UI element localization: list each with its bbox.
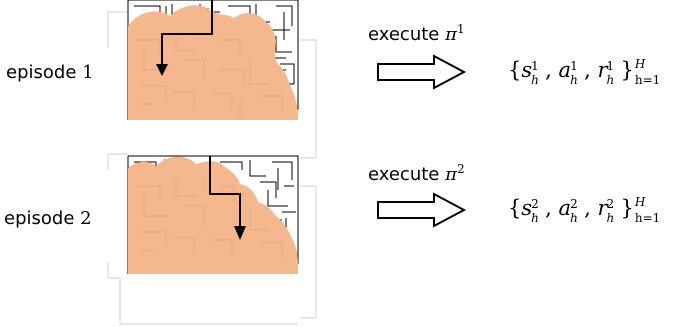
execute-arrow-2 xyxy=(377,192,467,228)
explored-maze-pattern-2 xyxy=(136,180,283,258)
reward-sup-2: 2 xyxy=(606,196,615,211)
trajectory-2-arrowhead xyxy=(234,226,246,240)
execute-word-1: execute xyxy=(368,24,440,45)
episode-1-index: 1 xyxy=(82,62,94,83)
policy-superscript-1: 1 xyxy=(456,22,465,36)
episode-1-bracket xyxy=(107,11,317,159)
trajectory-1 xyxy=(161,0,213,66)
episode-2-label: episode 2 xyxy=(4,208,92,229)
explored-maze-pattern xyxy=(136,30,283,116)
execute-arrow-1 xyxy=(377,54,467,90)
maze-episode-2 xyxy=(107,153,317,325)
action-sub-1: h xyxy=(570,72,578,87)
maze-episode-1 xyxy=(107,0,317,159)
lower-limit-1: h=1 xyxy=(634,72,661,87)
upper-limit-2: H xyxy=(634,194,646,209)
state-sup-2: 2 xyxy=(531,196,539,211)
trajectory-1-arrowhead xyxy=(156,64,168,76)
execute-label-1: execute π1 xyxy=(368,22,465,45)
action-sup-2: 2 xyxy=(570,196,578,211)
reward-symbol-1: r xyxy=(597,58,608,82)
open-brace-1: { xyxy=(508,58,522,82)
state-sub-2: h xyxy=(531,210,539,225)
upper-limit-1: H xyxy=(634,56,646,71)
action-symbol-2: a xyxy=(558,196,572,220)
reward-sub-2: h xyxy=(606,210,615,225)
action-symbol-1: a xyxy=(558,58,572,82)
action-sup-1: 1 xyxy=(570,58,578,73)
episode-1-word: episode xyxy=(6,62,77,83)
episode-2-bracket xyxy=(107,153,317,325)
policy-superscript-2: 2 xyxy=(456,162,465,176)
reward-symbol-2: r xyxy=(597,196,608,220)
action-sub-2: h xyxy=(570,210,578,225)
explored-region-2 xyxy=(128,156,298,274)
policy-symbol-2: π xyxy=(445,164,457,185)
state-symbol-1: s xyxy=(521,58,533,82)
close-brace-1: } xyxy=(620,58,634,82)
episode-2-index: 2 xyxy=(80,208,92,229)
state-symbol-2: s xyxy=(521,196,533,220)
reward-sup-1: 1 xyxy=(606,58,615,73)
reward-sub-1: h xyxy=(606,72,615,87)
policy-symbol-1: π xyxy=(445,24,457,45)
episode-2-word: episode xyxy=(4,208,75,229)
execute-word-2: execute xyxy=(368,164,440,185)
close-brace-2: } xyxy=(620,196,634,220)
lower-limit-2: h=1 xyxy=(634,210,661,225)
state-sub-1: h xyxy=(531,72,539,87)
state-sup-1: 1 xyxy=(531,58,539,73)
episode-1-label: episode 1 xyxy=(6,62,94,83)
trajectory-2 xyxy=(209,156,241,228)
open-brace-2: { xyxy=(508,196,522,220)
execute-label-2: execute π2 xyxy=(368,162,465,185)
